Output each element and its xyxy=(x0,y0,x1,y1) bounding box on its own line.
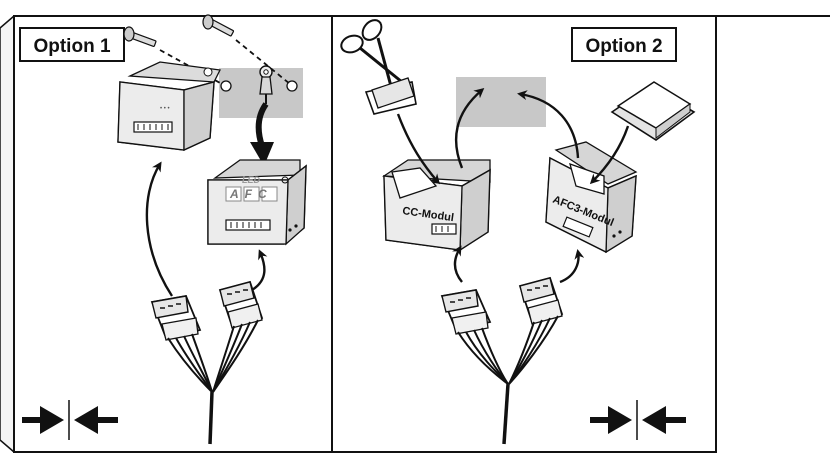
adhesive-pad-icon xyxy=(610,81,696,141)
mount-arrow xyxy=(454,88,485,169)
led-afc-module: LED AFC xyxy=(207,159,307,246)
plug-arrow xyxy=(559,249,585,284)
screw-path xyxy=(235,39,291,85)
option-1-badge: Option 1 xyxy=(19,27,125,62)
ring-terminal-icon xyxy=(259,65,273,104)
screw-icon xyxy=(202,14,235,37)
connector-socket xyxy=(431,223,457,235)
option-1-label: Option 1 xyxy=(33,36,110,57)
cc-module: CC-Modul xyxy=(382,159,491,252)
afc-text: AFC xyxy=(229,187,273,201)
connector-plug-icon xyxy=(518,276,564,325)
connector-plug-icon xyxy=(218,280,264,329)
option-1-panel: Option 1 • • • xyxy=(19,14,307,445)
plug-arrow xyxy=(251,249,268,292)
connector-socket xyxy=(225,219,271,231)
connector-plug-icon xyxy=(440,288,492,335)
mount-arrow xyxy=(517,90,580,159)
connector-socket xyxy=(133,121,173,133)
page-fold-edge xyxy=(0,15,15,453)
screw-icon xyxy=(123,26,157,47)
scissors-icon xyxy=(340,19,403,91)
connector-socket xyxy=(562,216,594,238)
connector-plug-icon xyxy=(150,294,202,341)
led-text: LED xyxy=(242,175,261,185)
plug-together-icon xyxy=(590,400,686,440)
option-2-panel: Option 2 CC-Modul xyxy=(340,19,696,445)
module-box: • • • xyxy=(117,61,221,152)
option-2-label: Option 2 xyxy=(585,36,662,57)
wire-bundle-icon xyxy=(167,319,259,445)
svg-text:• • •: • • • xyxy=(160,106,170,112)
pad-arrow xyxy=(396,113,440,185)
plug-together-icon xyxy=(22,400,118,440)
wire-bundle-icon xyxy=(457,315,559,445)
plug-arrow xyxy=(145,161,174,297)
pad-arrow xyxy=(589,125,630,185)
option-2-badge: Option 2 xyxy=(571,27,677,62)
plug-arrow xyxy=(452,245,463,283)
mounting-hole xyxy=(286,80,298,92)
adhesive-pad-icon xyxy=(364,77,417,115)
mounting-hole xyxy=(220,80,232,92)
